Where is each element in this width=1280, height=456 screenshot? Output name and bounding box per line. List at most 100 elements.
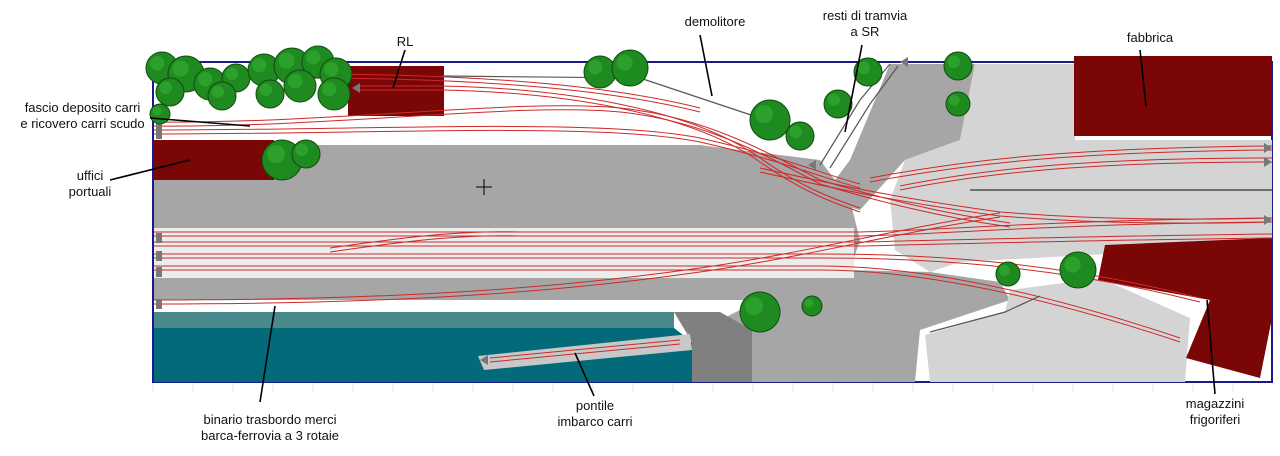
- rail-left: [819, 179, 1011, 224]
- rail-left: [489, 339, 681, 359]
- track-end-arrow: [1264, 143, 1272, 153]
- track-end-arrow: [480, 355, 488, 365]
- buffer-stop: [156, 233, 162, 243]
- tree-highlight: [225, 67, 239, 81]
- tree-highlight: [259, 83, 273, 97]
- rail-left: [329, 231, 521, 249]
- water-edge: [154, 312, 674, 328]
- track-end-arrow: [1264, 215, 1272, 225]
- rail-right: [154, 257, 1201, 303]
- building-fabbrica: [1074, 56, 1272, 136]
- label-magazzini-line2: frigoriferi: [1189, 412, 1241, 427]
- tree-highlight: [159, 81, 173, 95]
- tree-highlight: [252, 57, 267, 73]
- label-fascio-line1: fascio deposito carri: [24, 100, 141, 115]
- label-fabbrica: fabbrica: [1126, 30, 1174, 45]
- tree-highlight: [999, 265, 1010, 276]
- tree-highlight: [755, 105, 773, 123]
- crosshair-marker: [476, 179, 492, 195]
- tree-highlight: [322, 82, 337, 97]
- buffer-stop: [156, 267, 162, 277]
- label-pontile: pontile imbarco carri: [540, 398, 650, 430]
- tree-highlight: [789, 125, 803, 139]
- buffer-stop: [156, 123, 162, 133]
- tree-highlight: [588, 59, 603, 75]
- pier: [478, 334, 692, 370]
- label-pontile-line2: imbarco carri: [557, 414, 633, 429]
- rail-left: [899, 157, 1273, 187]
- label-binario-trasbordo: binario trasbordo merci barca-ferrovia a…: [170, 412, 370, 444]
- tree-highlight: [949, 95, 960, 106]
- rail-right: [153, 109, 821, 185]
- rail-right: [819, 183, 1011, 228]
- rail-right: [899, 161, 1273, 191]
- track-end-arrow: [1264, 157, 1272, 167]
- tree-highlight: [324, 61, 339, 77]
- tracks: [153, 63, 1273, 363]
- label-demolitore: demolitore: [684, 14, 746, 29]
- rail-right: [489, 343, 681, 363]
- rail-left: [869, 145, 1273, 179]
- road-north: [820, 64, 975, 210]
- label-fascio-line2: e ricovero carri scudo: [20, 116, 145, 131]
- building-magazzini-frigoriferi: [1098, 238, 1272, 378]
- label-pontile-line1: pontile: [575, 398, 615, 413]
- rail-left: [154, 253, 1201, 299]
- road-edge: [929, 295, 1041, 333]
- rail-right: [299, 77, 701, 113]
- rail-right: [439, 89, 861, 213]
- track-end-arrow: [808, 160, 816, 170]
- rail-left: [439, 85, 861, 209]
- label-magazzini-line1: magazzini: [1185, 396, 1245, 411]
- rail-left: [154, 233, 1273, 243]
- tree-highlight: [745, 297, 763, 315]
- building-rl: [348, 66, 444, 116]
- label-resti-tramvia-line2: a SR: [850, 24, 880, 39]
- rail-left: [154, 265, 1181, 339]
- label-uffici-portuali: uffici portuali: [50, 168, 130, 200]
- label-binario-line1: binario trasbordo merci: [203, 412, 337, 427]
- rail-right: [154, 237, 1273, 247]
- rail-right: [153, 216, 1001, 305]
- rail-right: [329, 235, 521, 253]
- label-resti-tramvia: resti di tramvia a SR: [800, 8, 930, 40]
- track-end-arrow: [352, 83, 360, 93]
- rail-left: [153, 105, 821, 181]
- rail-right: [153, 129, 861, 189]
- tree-highlight: [306, 50, 321, 65]
- label-uffici-line2: portuali: [68, 184, 112, 199]
- tree-highlight: [827, 93, 841, 107]
- buffer-stop: [156, 299, 162, 309]
- buffer-stop: [156, 129, 162, 139]
- track-end-arrow: [900, 57, 908, 67]
- rail-right: [154, 269, 1181, 343]
- paved-right-top: [960, 64, 1075, 140]
- rail-left: [153, 212, 1001, 301]
- label-magazzini: magazzini frigoriferi: [1160, 396, 1270, 428]
- tree-highlight: [172, 60, 189, 77]
- tree-highlight: [804, 298, 814, 308]
- tree-highlight: [211, 85, 225, 99]
- label-resti-tramvia-line1: resti di tramvia: [822, 8, 908, 23]
- label-rl: RL: [396, 34, 414, 49]
- label-binario-line2: barca-ferrovia a 3 rotaie: [200, 428, 339, 443]
- tree-highlight: [267, 145, 285, 163]
- buffer-stops: [156, 57, 1272, 365]
- tree-highlight: [616, 54, 633, 71]
- tree-highlight: [198, 72, 213, 87]
- water-basin: [154, 328, 692, 382]
- tree-highlight: [295, 143, 309, 157]
- tree-highlight: [152, 106, 162, 116]
- trees: [145, 45, 1097, 333]
- quay-dark: [674, 312, 752, 382]
- paved-right-bottom: [925, 278, 1190, 382]
- leader-lines: [109, 34, 1216, 403]
- label-fascio-deposito: fascio deposito carri e ricovero carri s…: [5, 100, 160, 132]
- tree-highlight: [288, 74, 303, 89]
- tree-highlight: [857, 61, 871, 75]
- rail-left: [299, 73, 701, 109]
- tree-highlight: [150, 56, 165, 71]
- tramway-rail: [829, 65, 899, 169]
- tree-highlight: [947, 55, 961, 69]
